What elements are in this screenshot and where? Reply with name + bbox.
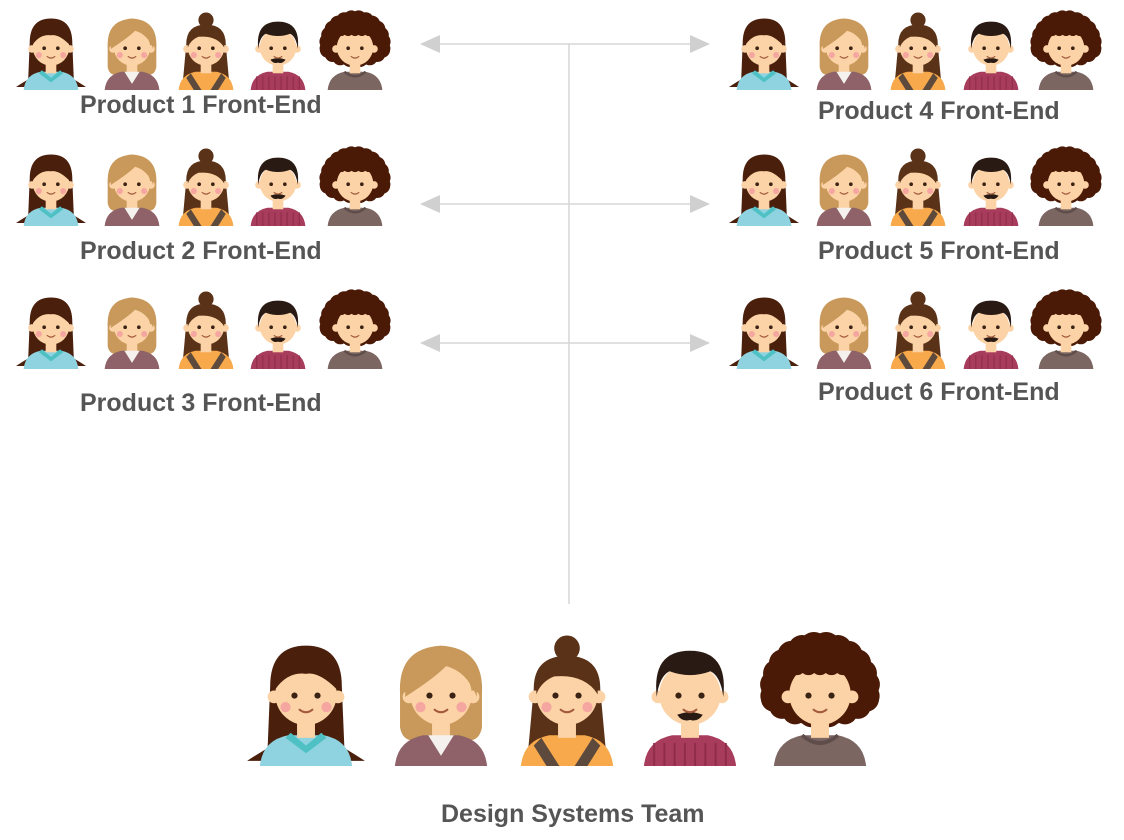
product-6-team-avatars (729, 289, 1102, 369)
team-label-product-6: Product 6 Front-End (818, 378, 1060, 406)
woman-dark-long-hair-avatar-icon (729, 154, 799, 226)
woman-bun-hair-avatar-icon (890, 291, 946, 369)
man-curly-hair-avatar-icon (760, 631, 880, 766)
woman-blonde-bob-avatar-icon (816, 18, 872, 90)
arrow-right-icon (690, 35, 710, 53)
man-black-hair-goatee-avatar-icon (963, 157, 1019, 226)
man-curly-hair-avatar-icon (1030, 146, 1102, 226)
man-black-hair-goatee-avatar-icon (250, 300, 306, 369)
woman-dark-long-hair-avatar-icon (729, 297, 799, 369)
product-4-team-avatars (729, 10, 1102, 90)
man-black-hair-goatee-avatar-icon (250, 157, 306, 226)
man-curly-hair-avatar-icon (1030, 10, 1102, 90)
team-label-product-1: Product 1 Front-End (80, 91, 322, 119)
woman-dark-long-hair-avatar-icon (16, 18, 86, 90)
connectors (420, 35, 710, 604)
woman-dark-long-hair-avatar-icon (16, 297, 86, 369)
arrow-left-icon (420, 35, 440, 53)
woman-blonde-bob-avatar-icon (816, 154, 872, 226)
man-black-hair-goatee-avatar-icon (963, 21, 1019, 90)
man-curly-hair-avatar-icon (319, 289, 391, 369)
woman-bun-hair-avatar-icon (178, 291, 234, 369)
woman-dark-long-hair-avatar-icon (729, 18, 799, 90)
woman-bun-hair-avatar-icon (178, 148, 234, 226)
arrow-right-icon (690, 334, 710, 352)
woman-blonde-bob-avatar-icon (816, 297, 872, 369)
double-arrow-connector (420, 334, 710, 352)
product-2-team-avatars (16, 146, 391, 226)
arrow-left-icon (420, 334, 440, 352)
team-label-product-2: Product 2 Front-End (80, 237, 322, 265)
arrow-left-icon (420, 195, 440, 213)
team-label-product-5: Product 5 Front-End (818, 237, 1060, 265)
woman-bun-hair-avatar-icon (890, 148, 946, 226)
double-arrow-connector (420, 195, 710, 213)
man-black-hair-goatee-avatar-icon (250, 21, 306, 90)
design-systems-team-avatars (247, 631, 880, 766)
woman-bun-hair-avatar-icon (890, 12, 946, 90)
woman-bun-hair-avatar-icon (520, 635, 614, 766)
woman-bun-hair-avatar-icon (178, 12, 234, 90)
team-label-product-3: Product 3 Front-End (80, 389, 322, 417)
woman-dark-long-hair-avatar-icon (16, 154, 86, 226)
product-5-team-avatars (729, 146, 1102, 226)
man-black-hair-goatee-avatar-icon (963, 300, 1019, 369)
man-curly-hair-avatar-icon (319, 146, 391, 226)
man-curly-hair-avatar-icon (319, 10, 391, 90)
woman-blonde-bob-avatar-icon (104, 297, 160, 369)
product-3-team-avatars (16, 289, 391, 369)
woman-blonde-bob-avatar-icon (394, 645, 488, 766)
woman-blonde-bob-avatar-icon (104, 18, 160, 90)
man-black-hair-goatee-avatar-icon (643, 650, 737, 766)
arrow-right-icon (690, 195, 710, 213)
woman-blonde-bob-avatar-icon (104, 154, 160, 226)
woman-dark-long-hair-avatar-icon (247, 645, 365, 766)
man-curly-hair-avatar-icon (1030, 289, 1102, 369)
avatar-groups (16, 10, 1102, 766)
product-1-team-avatars (16, 10, 391, 90)
central-team-label: Design Systems Team (441, 800, 705, 828)
double-arrow-connector (420, 35, 710, 53)
team-label-product-4: Product 4 Front-End (818, 97, 1060, 125)
